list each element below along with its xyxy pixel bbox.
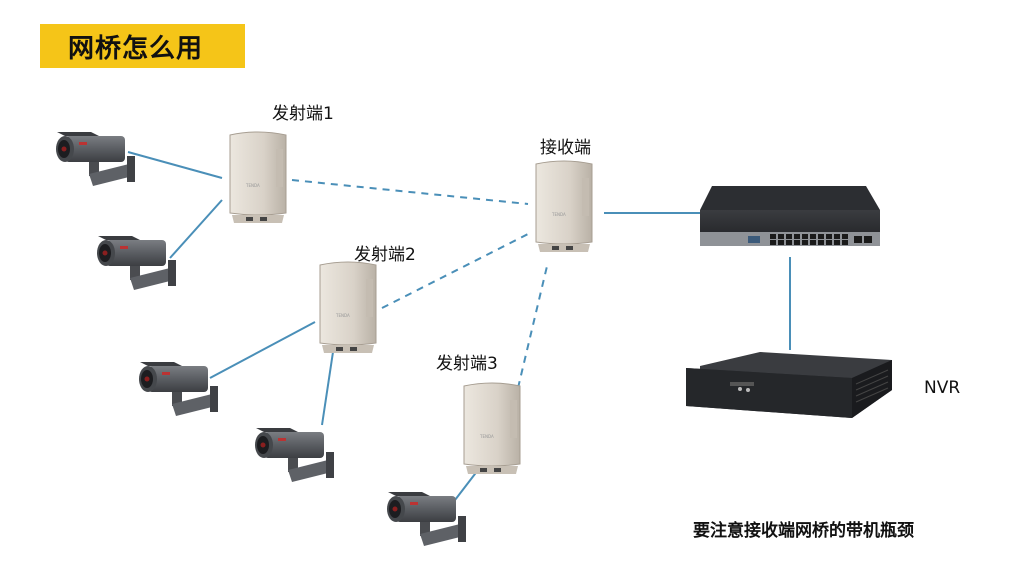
page-title: 网桥怎么用	[40, 24, 245, 68]
nvr-recorder-icon	[686, 352, 892, 418]
link-cam3-tx2	[209, 321, 316, 379]
label-transmitter-3: 发射端3	[436, 354, 498, 374]
label-nvr: NVR	[924, 378, 961, 398]
label-transmitter-1: 发射端1	[272, 104, 334, 124]
camera-icon	[255, 428, 334, 482]
wireless-bridge-icon	[463, 382, 521, 475]
wireless-bridge-icon	[319, 261, 377, 354]
wireless-tx1-rx	[291, 179, 529, 205]
camera-icon	[139, 362, 218, 416]
link-cam4-tx2	[321, 351, 334, 426]
label-receiver: 接收端	[540, 138, 591, 158]
camera-icon	[387, 492, 466, 546]
wired-links	[127, 151, 791, 501]
label-transmitter-2: 发射端2	[354, 245, 416, 265]
network-switch-icon	[700, 186, 880, 246]
bottleneck-note: 要注意接收端网桥的带机瓶颈	[693, 521, 914, 541]
wireless-tx3-rx	[517, 261, 549, 389]
link-cam2-tx1	[169, 199, 223, 259]
camera-icon	[97, 236, 176, 290]
wireless-bridge-icon	[229, 131, 287, 224]
wireless-bridge-icon	[535, 160, 593, 253]
link-cam1-tx1	[127, 151, 223, 179]
wireless-tx2-rx	[381, 233, 529, 309]
link-cam5-tx3	[454, 469, 479, 501]
wireless-links	[291, 179, 549, 389]
camera-icon	[56, 132, 135, 186]
